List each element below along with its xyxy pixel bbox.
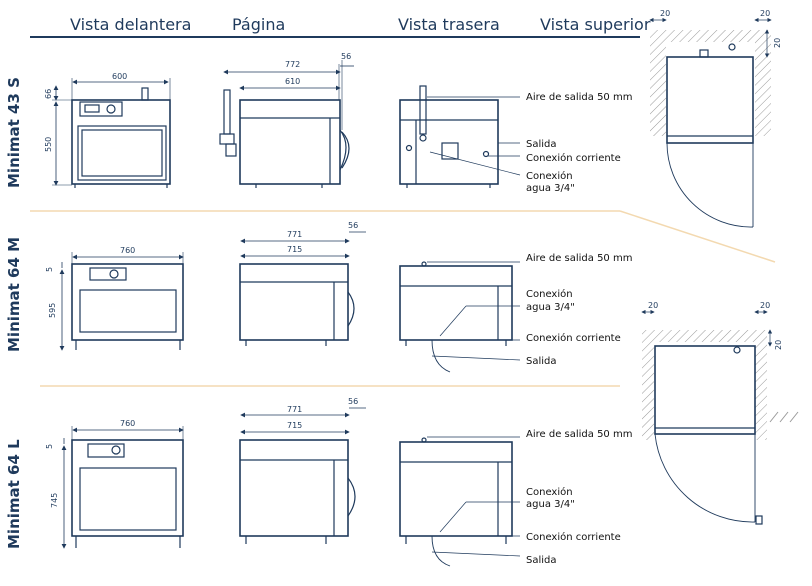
label-power-64m: Conexión corriente (526, 332, 621, 344)
side-view-64l (239, 407, 366, 544)
dim-side-total-43s: 772 (285, 60, 300, 69)
dim-top2-back: 20 (774, 340, 783, 350)
top-view-2: 20 20 20 (641, 301, 799, 525)
wall-back-2 (654, 330, 755, 342)
front-view-64m (59, 252, 184, 351)
row-64m: 760 5 595 771 715 56 (45, 221, 632, 373)
dim-side-handle-64l: 56 (348, 397, 358, 406)
dim-side-total-64l: 771 (287, 405, 302, 414)
side-view-64m (239, 231, 366, 346)
dim-front-topgap-43s: 66 (44, 89, 53, 99)
wall-left-2 (642, 330, 654, 440)
rear-view-64m (399, 261, 521, 373)
wall-right-2 (755, 330, 767, 440)
label-water-43s-1: Conexión (526, 170, 573, 182)
wall-left-1 (650, 30, 666, 136)
dim-top1-back: 20 (773, 38, 782, 48)
dim-front-height-64m: 595 (48, 303, 57, 318)
rear-view-43s (399, 85, 521, 188)
dim-side-body-64l: 715 (287, 421, 302, 430)
label-power-43s: Conexión corriente (526, 152, 621, 164)
label-outlet-64m: Salida (526, 356, 557, 367)
label-power-64l: Conexión corriente (526, 531, 621, 543)
front-view-64l (61, 426, 184, 549)
dim-side-body-64m: 715 (287, 245, 302, 254)
dim-top1-right: 20 (760, 9, 770, 18)
row-divider-1-diag (619, 210, 776, 263)
label-water-43s-2: agua 3/4" (526, 183, 575, 194)
header-rear-view: Vista trasera (398, 15, 500, 34)
side-view-43s (219, 60, 354, 188)
column-headers: Vista delantera Página Vista trasera Vis… (70, 15, 651, 34)
label-air-43s: Aire de salida 50 mm (526, 92, 632, 103)
label-water-64m-1: Conexión (526, 288, 573, 300)
model-label-64l: Minimat 64 L (5, 439, 23, 549)
label-outlet-43s: Salida (526, 139, 557, 150)
top-view-1: 20 20 20 (649, 9, 782, 228)
label-water-64l-2: agua 3/4" (526, 499, 575, 510)
model-label-64m: Minimat 64 M (5, 237, 23, 352)
label-water-64m-2: agua 3/4" (526, 302, 575, 313)
row-43s: 600 66 550 772 610 56 (44, 52, 632, 194)
dim-side-total-64m: 771 (287, 230, 302, 239)
label-air-64l: Aire de salida 50 mm (526, 429, 632, 440)
label-air-64m: Aire de salida 50 mm (526, 253, 632, 264)
header-top-view: Vista superior (540, 15, 651, 34)
wall-right-1 (755, 30, 771, 136)
dim-top2-left: 20 (648, 301, 658, 310)
dim-front-height-43s: 550 (44, 137, 53, 152)
dim-front-topgap-64l: 5 (45, 444, 54, 449)
label-outlet-64l: Salida (526, 555, 557, 566)
dim-side-handle-64m: 56 (348, 221, 358, 230)
header-side-view: Página (232, 15, 285, 34)
dim-top1-left: 20 (660, 9, 670, 18)
wall-back-1 (666, 30, 755, 42)
header-front-view: Vista delantera (70, 15, 191, 34)
dim-top2-right: 20 (760, 301, 770, 310)
dim-side-handle-43s: 56 (341, 52, 351, 61)
dim-side-body-43s: 610 (285, 77, 300, 86)
label-water-64l-1: Conexión (526, 486, 573, 498)
row-64l: 760 5 745 771 715 56 (45, 397, 632, 567)
model-label-43s: Minimat 43 S (5, 77, 23, 188)
rear-view-64l (399, 436, 521, 567)
dim-front-width-64l: 760 (120, 419, 135, 428)
dim-front-topgap-64m: 5 (45, 267, 54, 272)
dim-front-width-43s: 600 (112, 72, 127, 81)
dim-front-width-64m: 760 (120, 246, 135, 255)
front-view-43s (52, 78, 171, 188)
dim-front-height-64l: 745 (50, 493, 59, 508)
